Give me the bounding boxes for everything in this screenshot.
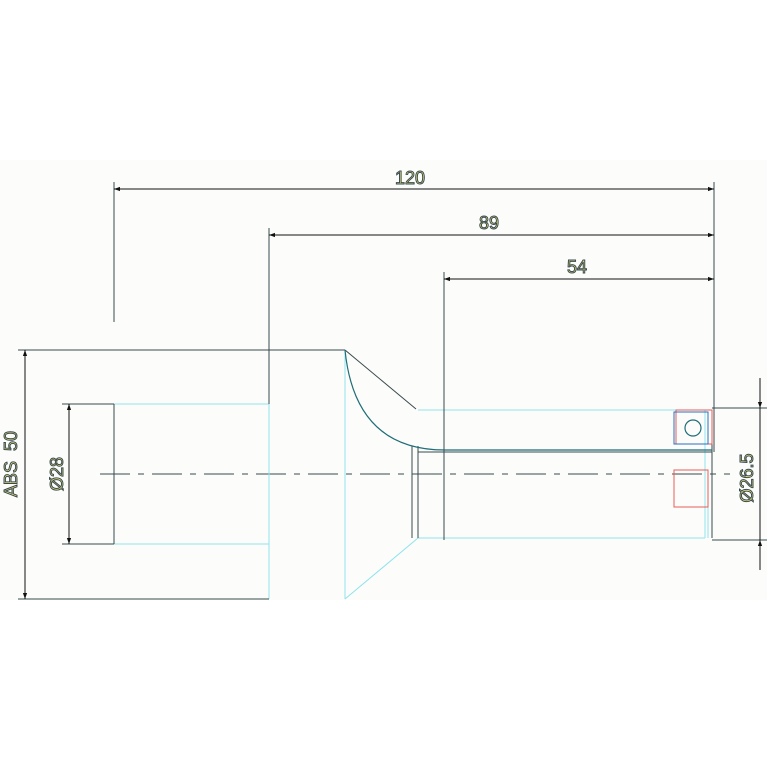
hole-circle	[684, 419, 702, 437]
dim-text-89: 89	[479, 213, 499, 233]
dimension-54: 54	[443, 257, 714, 540]
blue-mark-upper	[673, 411, 709, 445]
drawing-area	[0, 160, 767, 600]
dim-text-abs-50: ABS 50	[1, 431, 21, 497]
end-detail	[673, 409, 713, 508]
dim-text-dia-28: Ø28	[47, 457, 67, 491]
dim-text-dia-26-5: Ø26.5	[737, 453, 757, 502]
taper-upper-line	[344, 349, 417, 410]
fillet-curve	[344, 349, 712, 451]
dimension-dia-26-5: Ø26.5	[712, 378, 767, 570]
dimension-89: 89	[268, 213, 714, 404]
dim-text-120: 120	[395, 168, 425, 188]
dimension-dia-28: Ø28	[47, 404, 72, 544]
taper-lower-line	[344, 537, 419, 600]
dim-text-54: 54	[567, 257, 587, 277]
dimension-120: 120	[113, 168, 715, 452]
red-mark-lower	[673, 469, 709, 508]
dimension-abs-50: ABS 50	[1, 350, 28, 599]
